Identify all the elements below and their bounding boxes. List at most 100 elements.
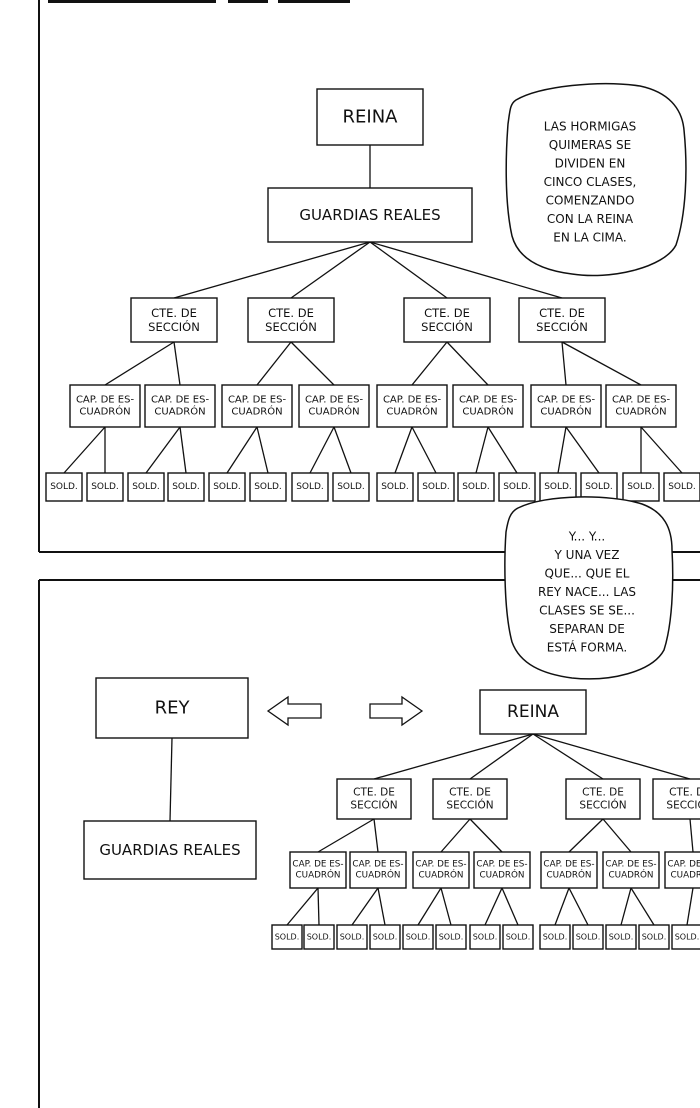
squad-captain-box-label: CAP. DE ES- [305, 394, 364, 405]
soldier-box-frame [671, 924, 700, 950]
connector-line [565, 426, 600, 474]
section-commander-box-label: CTE. DE [268, 306, 314, 320]
royal-guards-box-label: GUARDIAS REALES [299, 206, 440, 224]
connector-line [554, 887, 570, 926]
soldier-box: SOLD. [332, 472, 370, 502]
section-commander-box-label: SECCIÓN [350, 798, 397, 811]
connector-line [317, 887, 320, 926]
soldier-box: SOLD. [502, 924, 534, 950]
squad-captain-box-label: CUADRÓN [308, 405, 359, 418]
squad-captain-box-frame [452, 384, 524, 428]
soldier-box-label: SOLD. [544, 482, 572, 492]
section-commander-box-label: CTE. DE [539, 306, 585, 320]
soldier-box: SOLD. [539, 924, 571, 950]
squad-captain-box-frame [473, 851, 531, 889]
left-arrow-icon [266, 695, 322, 727]
squad-captain-box: CAP. DE ES-CUADRÓN [289, 851, 347, 889]
soldier-box: SOLD. [663, 472, 700, 502]
soldier-box: SOLD. [417, 472, 455, 502]
soldier-box-frame [167, 472, 205, 502]
soldier-box-frame [376, 472, 414, 502]
squad-captain-box-label: CUADRÓN [462, 405, 513, 418]
squad-captain-box-label: CAP. DE ES- [151, 394, 210, 405]
squad-captain-box-frame [602, 851, 660, 889]
squad-captain-box-frame [376, 384, 448, 428]
squad-captain-box-label: CAP. DE ES- [76, 394, 135, 405]
soldier-box-frame [336, 924, 368, 950]
connector-line [501, 887, 519, 926]
squad-captain-box-label: CAP. DE ES- [383, 394, 442, 405]
squad-captain-box-label: CAP. DE ES- [228, 394, 287, 405]
queen-box-frame [479, 689, 587, 735]
section-commander-box-frame [336, 778, 412, 820]
connector-line [286, 887, 319, 926]
soldier-box-label: SOLD. [668, 482, 696, 492]
squad-captain-box: CAP. DE ES-CUADRÓN [298, 384, 370, 428]
royal-guards-box-frame [83, 820, 257, 880]
squad-captain-box-frame [530, 384, 602, 428]
connector-line [568, 887, 589, 926]
squad-captain-box-label: CAP. DE ES- [476, 860, 527, 870]
narration-bubble-middle-line: Y... Y... [568, 530, 606, 544]
connector-line [104, 341, 175, 386]
squad-captain-box-label: CUADRÓN [609, 868, 654, 880]
section-commander-box-frame [247, 297, 335, 343]
section-commander-box-label: SECCIÓN [446, 798, 493, 811]
section-commander-box-label: SECCIÓN [148, 319, 200, 334]
squad-captain-box-label: CUADRÓN [547, 868, 592, 880]
queen-box-frame [316, 88, 424, 146]
soldier-box-label: SOLD. [172, 482, 200, 492]
connector-line [440, 887, 452, 926]
soldier-box: SOLD. [336, 924, 368, 950]
narration-bubble-top-line: CON LA REINA [547, 212, 634, 226]
top-bar [278, 0, 350, 3]
soldier-box-label: SOLD. [373, 933, 398, 942]
squad-captain-box: CAP. DE ES-CUADRÓN [452, 384, 524, 428]
soldier-box: SOLD. [127, 472, 165, 502]
soldier-box-frame [663, 472, 700, 502]
squad-captain-box-label: CUADRÓN [231, 405, 282, 418]
soldier-box-label: SOLD. [439, 933, 464, 942]
queen-box: REINA [316, 88, 424, 146]
soldier-box-label: SOLD. [462, 482, 490, 492]
narration-bubble-top-line: EN LA CIMA. [553, 231, 626, 245]
soldier-box-frame [498, 472, 536, 502]
squad-captain-box-label: CAP. DE ES- [605, 860, 656, 870]
squad-captain-box-frame [298, 384, 370, 428]
squad-captain-box-label: CUADRÓN [671, 868, 700, 880]
soldier-box-label: SOLD. [627, 482, 655, 492]
connector-line [169, 737, 173, 822]
squad-captain-box-label: CUADRÓN [154, 405, 205, 418]
soldier-box-label: SOLD. [506, 933, 531, 942]
section-commander-box-label: CTE. DE [353, 787, 395, 799]
section-commander-box-frame [652, 778, 700, 820]
soldier-box-label: SOLD. [307, 933, 332, 942]
soldier-box-label: SOLD. [503, 482, 531, 492]
queen-box-label: REINA [343, 107, 399, 128]
narration-bubble-middle-line: CLASES SE SE... [539, 604, 635, 618]
soldier-box-label: SOLD. [642, 933, 667, 942]
soldier-box: SOLD. [572, 924, 604, 950]
squad-captain-box-label: CUADRÓN [79, 405, 130, 418]
soldier-box: SOLD. [249, 472, 287, 502]
soldier-box: SOLD. [86, 472, 124, 502]
squad-captain-box-frame [69, 384, 141, 428]
soldier-box: SOLD. [271, 924, 303, 950]
top-bar [228, 0, 268, 3]
section-commander-box-label: CTE. DE [669, 787, 700, 799]
connector-line [377, 887, 386, 926]
connector-line [411, 426, 437, 474]
soldier-box: SOLD. [208, 472, 246, 502]
soldier-box-label: SOLD. [132, 482, 160, 492]
soldier-box: SOLD. [469, 924, 501, 950]
connector-line [317, 818, 375, 853]
connector-line [173, 341, 181, 386]
connector-line [369, 241, 563, 299]
squad-captain-box-label: CUADRÓN [480, 868, 525, 880]
section-commander-box-frame [518, 297, 606, 343]
narration-bubble-middle-line: REY NACE... LAS [538, 585, 636, 599]
